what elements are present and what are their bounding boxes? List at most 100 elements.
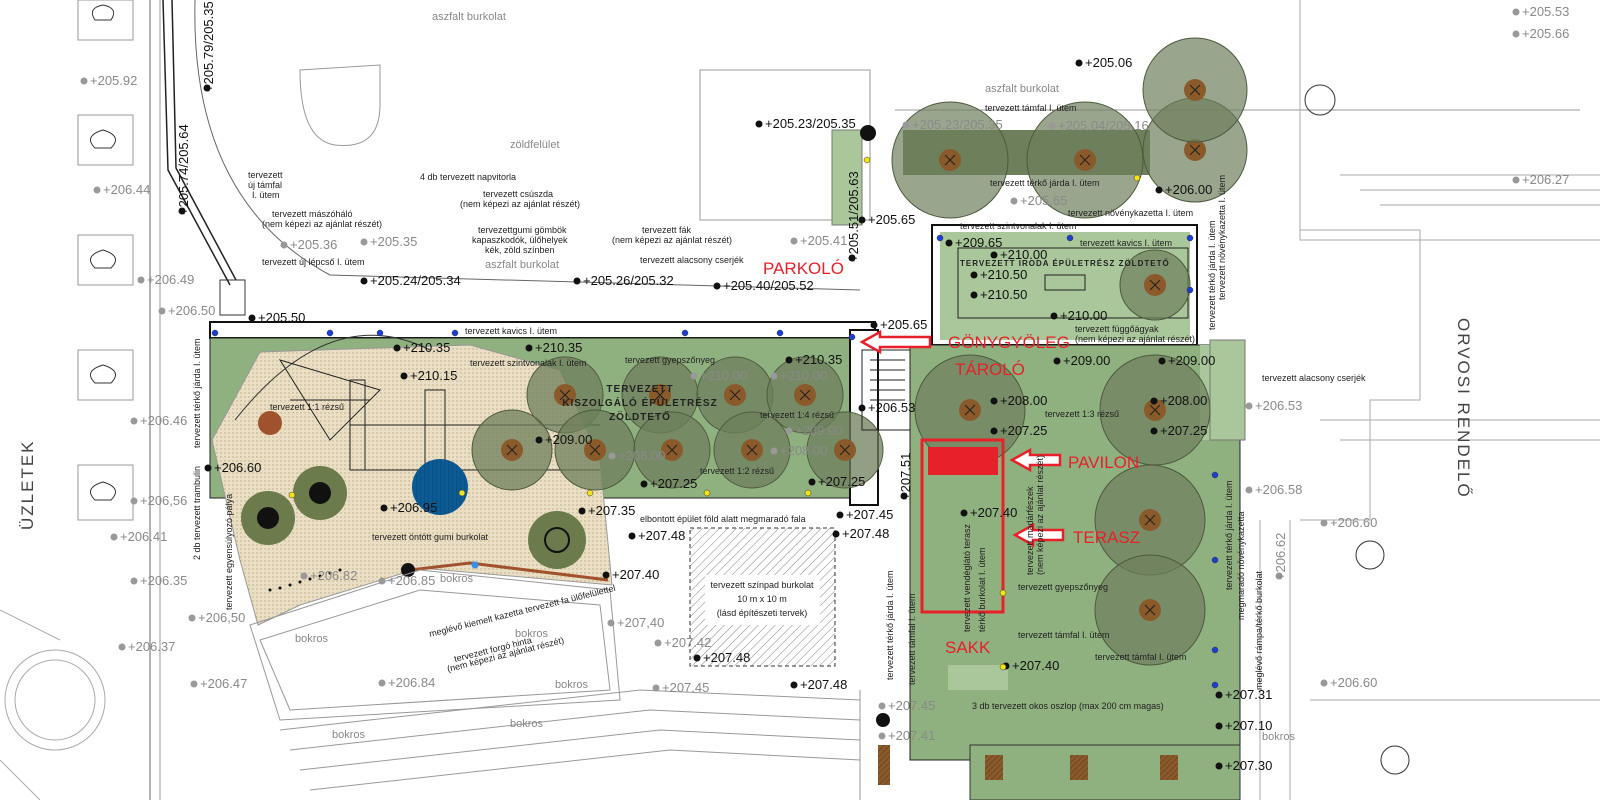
elevation-label: +205.24/205.34 [370,273,461,288]
annotation-note: tervezett támfal I. ütem [907,593,917,685]
annotation-note: (nem képezi az ajánlat részét) [460,199,580,209]
annotation-note: meglévő rámpa/térkő burkolat [1254,570,1264,690]
level-point-icon [785,356,793,364]
elevation-label: +207.40 [970,505,1017,520]
elevation-label: +209.00 [545,432,592,447]
annotation-note: tervezett új lépcső I. ütem [262,257,365,267]
elevation-label: +210.50 [980,267,1027,282]
annotation-note: tervezettgumi gömbök [478,225,567,235]
level-point-icon [902,121,910,129]
elevation-marker: +208.00 [1150,393,1207,408]
elevation-label: +208.00 [780,443,827,458]
label-uzletek: ÜZLETEK [18,439,37,530]
elevation-label: +206.47 [200,676,247,691]
elevation-marker: +206,56 [130,493,187,508]
marker-gonygyoleg: GÖNYGYÖLEG [948,333,1070,352]
annotation-note: tervezett térkő járda I. ütem [192,338,202,448]
elevation-label: +205.79/205.35 [201,1,216,92]
level-point-icon [755,120,763,128]
stage-size: 10 m x 10 m [737,594,787,604]
level-point-icon [990,251,998,259]
annotation-note: (nem képezi az ajánlat részét) [612,235,732,245]
annotation-note: elbontott épület föld alatt megmaradó fa… [640,514,806,524]
elevation-marker: +207.40 [1002,658,1059,673]
elevation-label: +205.65 [880,317,927,332]
swing-icon [528,511,586,569]
level-point-icon [848,254,856,262]
elevation-label: +205.92 [90,73,137,88]
tree-icon [1142,37,1248,143]
level-point-icon [870,321,878,329]
level-point-icon [1048,122,1056,130]
lamp-icon [586,489,594,497]
elevation-marker: +206.47 [190,676,247,691]
elevation-marker: +205.65 [870,317,927,332]
level-point-icon [602,571,610,579]
stage-label: tervezett színpad burkolat [710,580,814,590]
annotation-note: bokros [510,718,544,730]
level-point-icon [1245,486,1253,494]
elevation-label: +207.48 [800,677,847,692]
annotation-note: bokros [332,729,366,741]
elevation-label: +208.00 [1000,393,1047,408]
elevation-marker: +206.53 [858,400,915,415]
level-point-icon [573,277,581,285]
elevation-label: +206.35 [140,573,187,588]
annotation-note: (nem képezi az ajánlat részét) [1035,455,1045,575]
level-point-icon [280,241,288,249]
level-point-icon [80,77,88,85]
level-point-icon [1150,427,1158,435]
elevation-label: +207.45 [846,507,893,522]
annotation-note: tervezett 1:2 rézsű [700,466,774,476]
level-point-icon [608,452,616,460]
lamp-icon [1066,234,1074,242]
level-point-icon [790,681,798,689]
level-point-icon [178,207,186,215]
roof-title-1: TERVEZETT [606,384,673,395]
level-point-icon [130,577,138,585]
annotation-note: I. ütem [252,190,280,200]
elevation-marker: +210.15 [400,368,457,383]
elevation-label: +206.44 [103,182,150,197]
annotation-note: tervezett egyensúlyozó pálya [224,494,234,610]
annotation-note: kapaszkodók, ülőhelyek [472,235,568,245]
marker-sakk: SAKK [945,638,991,657]
annotation-note: tervezett kavics I. ütem [1080,238,1172,248]
lamp-icon [458,489,466,497]
elevation-label: +205.66 [1522,26,1569,41]
elevation-marker: +206.35 [130,573,187,588]
marker-terasz: TERASZ [1073,528,1140,547]
elevation-label: +206.62 [1273,533,1288,580]
elevation-label: +205.65 [1020,193,1067,208]
level-point-icon [858,216,866,224]
elevation-label: +209.00 [795,423,842,438]
elevation-marker: +205.41 [790,233,847,248]
elevation-label: +206.00 [1165,182,1212,197]
elevation-label: +210.35 [795,352,842,367]
elevation-label: +205.23/205.35 [912,117,1003,132]
elevation-marker: +207,40 [607,615,664,630]
green-area-top [299,64,1580,226]
elevation-label: +206,50 [198,610,245,625]
level-point-icon [188,614,196,622]
level-point-icon [578,507,586,515]
annotation-note: bokros [440,573,474,585]
elevation-marker: +209.00 [535,432,592,447]
annotation-note: tervezett növénykazetta I. ütem [1068,208,1193,218]
elevation-marker: +205.35 [360,234,417,249]
elevation-marker: +207.48 [693,650,750,665]
annotation-note: tervezett támfal I. ütem [1018,630,1110,640]
level-point-icon [535,436,543,444]
level-point-icon [158,307,166,315]
level-point-icon [118,643,126,651]
annotation-note: tervezett növénykazetta I. ütem [1217,175,1227,300]
label-orvosi-rendelo: ORVOSI RENDELŐ [1454,318,1473,499]
annotation-note: tervezett térkő járda I. ütem [1207,220,1217,330]
annotation-note: megmaradó növénykazetta [1236,511,1246,620]
elevation-marker: +205.06 [1075,55,1132,70]
elevation-label: +206.50 [168,303,215,318]
level-point-icon [790,237,798,245]
level-point-icon [640,480,648,488]
elevation-label: +205.04/205.16 [1058,118,1149,133]
lamp-icon [211,329,219,337]
